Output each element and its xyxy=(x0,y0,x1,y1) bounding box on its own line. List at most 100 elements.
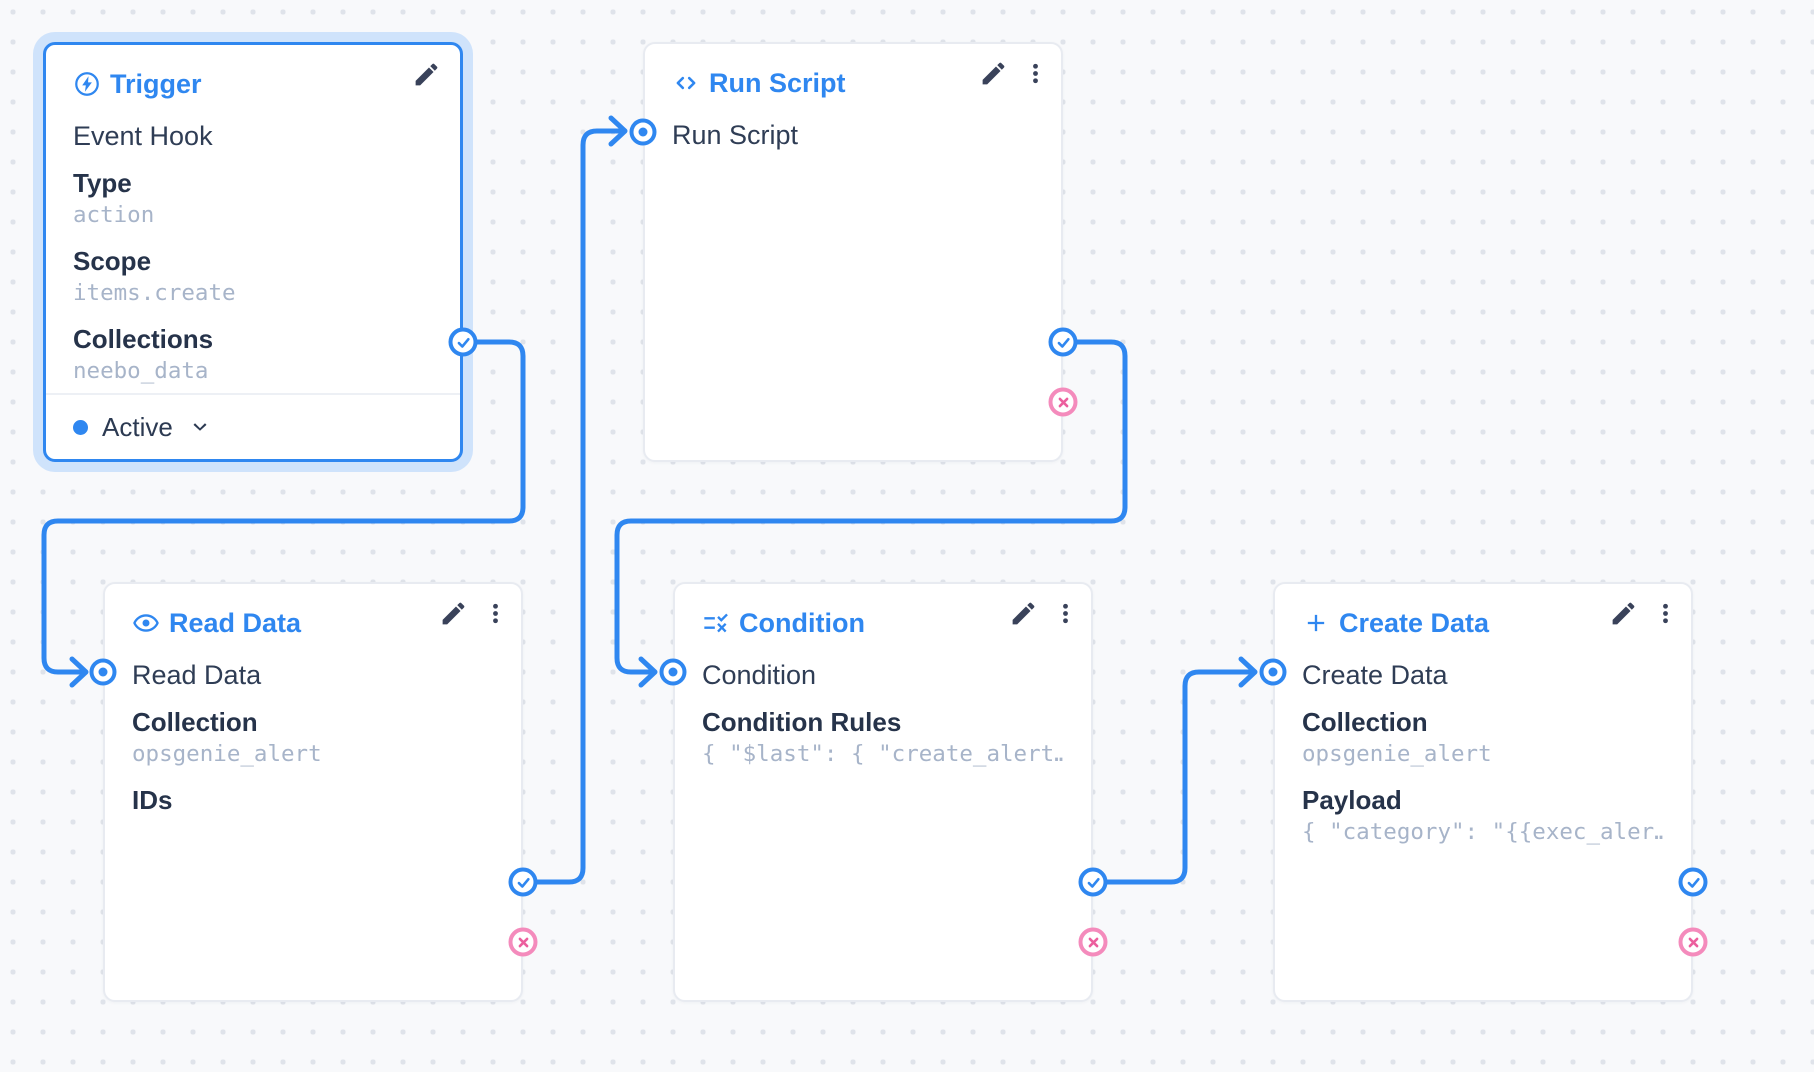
trigger-status-dropdown[interactable]: Active xyxy=(46,393,460,459)
field-label: Collection xyxy=(132,707,258,737)
read-data-input-port[interactable] xyxy=(89,658,117,686)
create-data-reject-port[interactable] xyxy=(1678,927,1708,957)
create-data-input-port[interactable] xyxy=(1259,658,1287,686)
node-condition[interactable]: Condition Condition Condition Rules { "$… xyxy=(673,582,1093,1002)
field-collections: Collections neebo_data xyxy=(73,323,433,387)
wire-read-data-to-run-script xyxy=(534,128,627,885)
field-payload: Payload { "category": "{{exec_aler… xyxy=(1302,784,1664,848)
run-script-input-port[interactable] xyxy=(629,118,657,146)
x-icon xyxy=(518,937,528,947)
run-script-reject-port[interactable] xyxy=(1048,387,1078,417)
node-menu-button[interactable] xyxy=(479,597,511,629)
status-label: Active xyxy=(102,411,173,442)
kebab-menu-icon xyxy=(1062,603,1068,623)
field-label: IDs xyxy=(132,785,173,815)
read-data-name: Read Data xyxy=(132,660,262,690)
wire-run-script-to-condition-arrow xyxy=(638,656,658,688)
run-script-title-row: Run Script xyxy=(672,66,1034,100)
status-dot-icon xyxy=(73,419,88,435)
field-value: items.create xyxy=(73,280,236,306)
edit-button[interactable] xyxy=(1607,597,1639,629)
condition-input-port[interactable] xyxy=(659,658,687,686)
read-data-reject-port[interactable] xyxy=(508,927,538,957)
node-menu-button[interactable] xyxy=(1649,597,1681,629)
trigger-resolve-port[interactable] xyxy=(448,327,478,357)
kebab-menu-icon xyxy=(1662,603,1668,623)
edit-button[interactable] xyxy=(437,597,469,629)
field-value: { "category": "{{exec_aler… xyxy=(1302,819,1664,845)
check-icon xyxy=(457,337,470,348)
kebab-menu-icon xyxy=(1032,63,1038,83)
run-script-resolve-port[interactable] xyxy=(1048,327,1078,357)
field-type: Type action xyxy=(73,167,433,231)
create-data-resolve-port[interactable] xyxy=(1678,867,1708,897)
field-label: Payload xyxy=(1302,785,1402,815)
node-title-text: Read Data xyxy=(169,608,302,638)
pencil-icon xyxy=(982,62,1004,84)
wire-condition-to-create-data-arrow xyxy=(1238,656,1258,688)
wire-read-data-to-run-script-arrow xyxy=(608,115,628,147)
node-menu-button[interactable] xyxy=(1049,597,1081,629)
edit-button[interactable] xyxy=(977,57,1009,89)
read-data-resolve-port[interactable] xyxy=(508,867,538,897)
wire-condition-to-create-data xyxy=(1104,669,1257,885)
condition-name: Condition xyxy=(702,660,817,690)
port-dot xyxy=(98,667,108,677)
trigger-type-name: Event Hook xyxy=(73,121,213,151)
x-icon xyxy=(1688,937,1698,947)
field-scope: Scope items.create xyxy=(73,245,433,309)
node-title-text: Trigger xyxy=(110,69,202,99)
field-value: opsgenie_alert xyxy=(132,741,322,767)
check-icon xyxy=(1087,877,1100,888)
node-run-script[interactable]: Run Script Run Script xyxy=(643,42,1063,462)
field-condition-rules: Condition Rules { "$last": { "create_ale… xyxy=(702,706,1064,770)
pencil-icon xyxy=(415,63,437,85)
check-icon xyxy=(1687,877,1700,888)
field-label: Collections xyxy=(73,324,214,354)
eye-icon xyxy=(132,609,160,637)
check-icon xyxy=(1057,337,1070,348)
field-label: Condition Rules xyxy=(702,707,902,737)
rule-icon xyxy=(702,609,730,637)
node-trigger[interactable]: Trigger Event Hook Type action Scope ite… xyxy=(43,42,463,462)
field-value: opsgenie_alert xyxy=(1302,741,1492,767)
run-script-name: Run Script xyxy=(672,120,799,150)
create-data-title-row: Create Data xyxy=(1302,606,1664,640)
wire-trigger-to-read-data-arrow xyxy=(69,656,89,688)
field-label: Type xyxy=(73,168,132,198)
create-data-name: Create Data xyxy=(1302,660,1448,690)
field-label: Collection xyxy=(1302,707,1428,737)
check-icon xyxy=(517,877,530,888)
pencil-icon xyxy=(1012,602,1034,624)
field-value: neebo_data xyxy=(73,358,209,384)
field-label: Scope xyxy=(73,246,152,276)
port-dot xyxy=(668,667,678,677)
condition-reject-port[interactable] xyxy=(1078,927,1108,957)
chevron-down-icon xyxy=(193,423,207,431)
node-title-text: Run Script xyxy=(709,68,846,98)
code-brackets-icon xyxy=(672,69,700,97)
node-create-data[interactable]: Create Data Create Data Collection opsge… xyxy=(1273,582,1693,1002)
pencil-icon xyxy=(442,602,464,624)
pencil-icon xyxy=(1612,602,1634,624)
node-title-text: Condition xyxy=(739,608,865,638)
edit-button[interactable] xyxy=(1007,597,1039,629)
trigger-title-row: Trigger xyxy=(73,67,433,101)
port-dot xyxy=(638,127,648,137)
field-ids: IDs xyxy=(132,784,494,817)
field-collection: Collection opsgenie_alert xyxy=(132,706,494,770)
condition-resolve-port[interactable] xyxy=(1078,867,1108,897)
port-dot xyxy=(1268,667,1278,677)
edit-button[interactable] xyxy=(410,58,442,90)
field-value: { "$last": { "create_alert… xyxy=(702,741,1064,767)
field-value: action xyxy=(73,202,155,228)
x-icon xyxy=(1058,397,1068,407)
bolt-circle-icon xyxy=(73,70,101,98)
x-icon xyxy=(1088,937,1098,947)
node-read-data[interactable]: Read Data Read Data Collection opsgenie_… xyxy=(103,582,523,1002)
kebab-menu-icon xyxy=(492,603,498,623)
plus-icon xyxy=(1302,609,1330,637)
field-collection: Collection opsgenie_alert xyxy=(1302,706,1664,770)
node-menu-button[interactable] xyxy=(1019,57,1051,89)
